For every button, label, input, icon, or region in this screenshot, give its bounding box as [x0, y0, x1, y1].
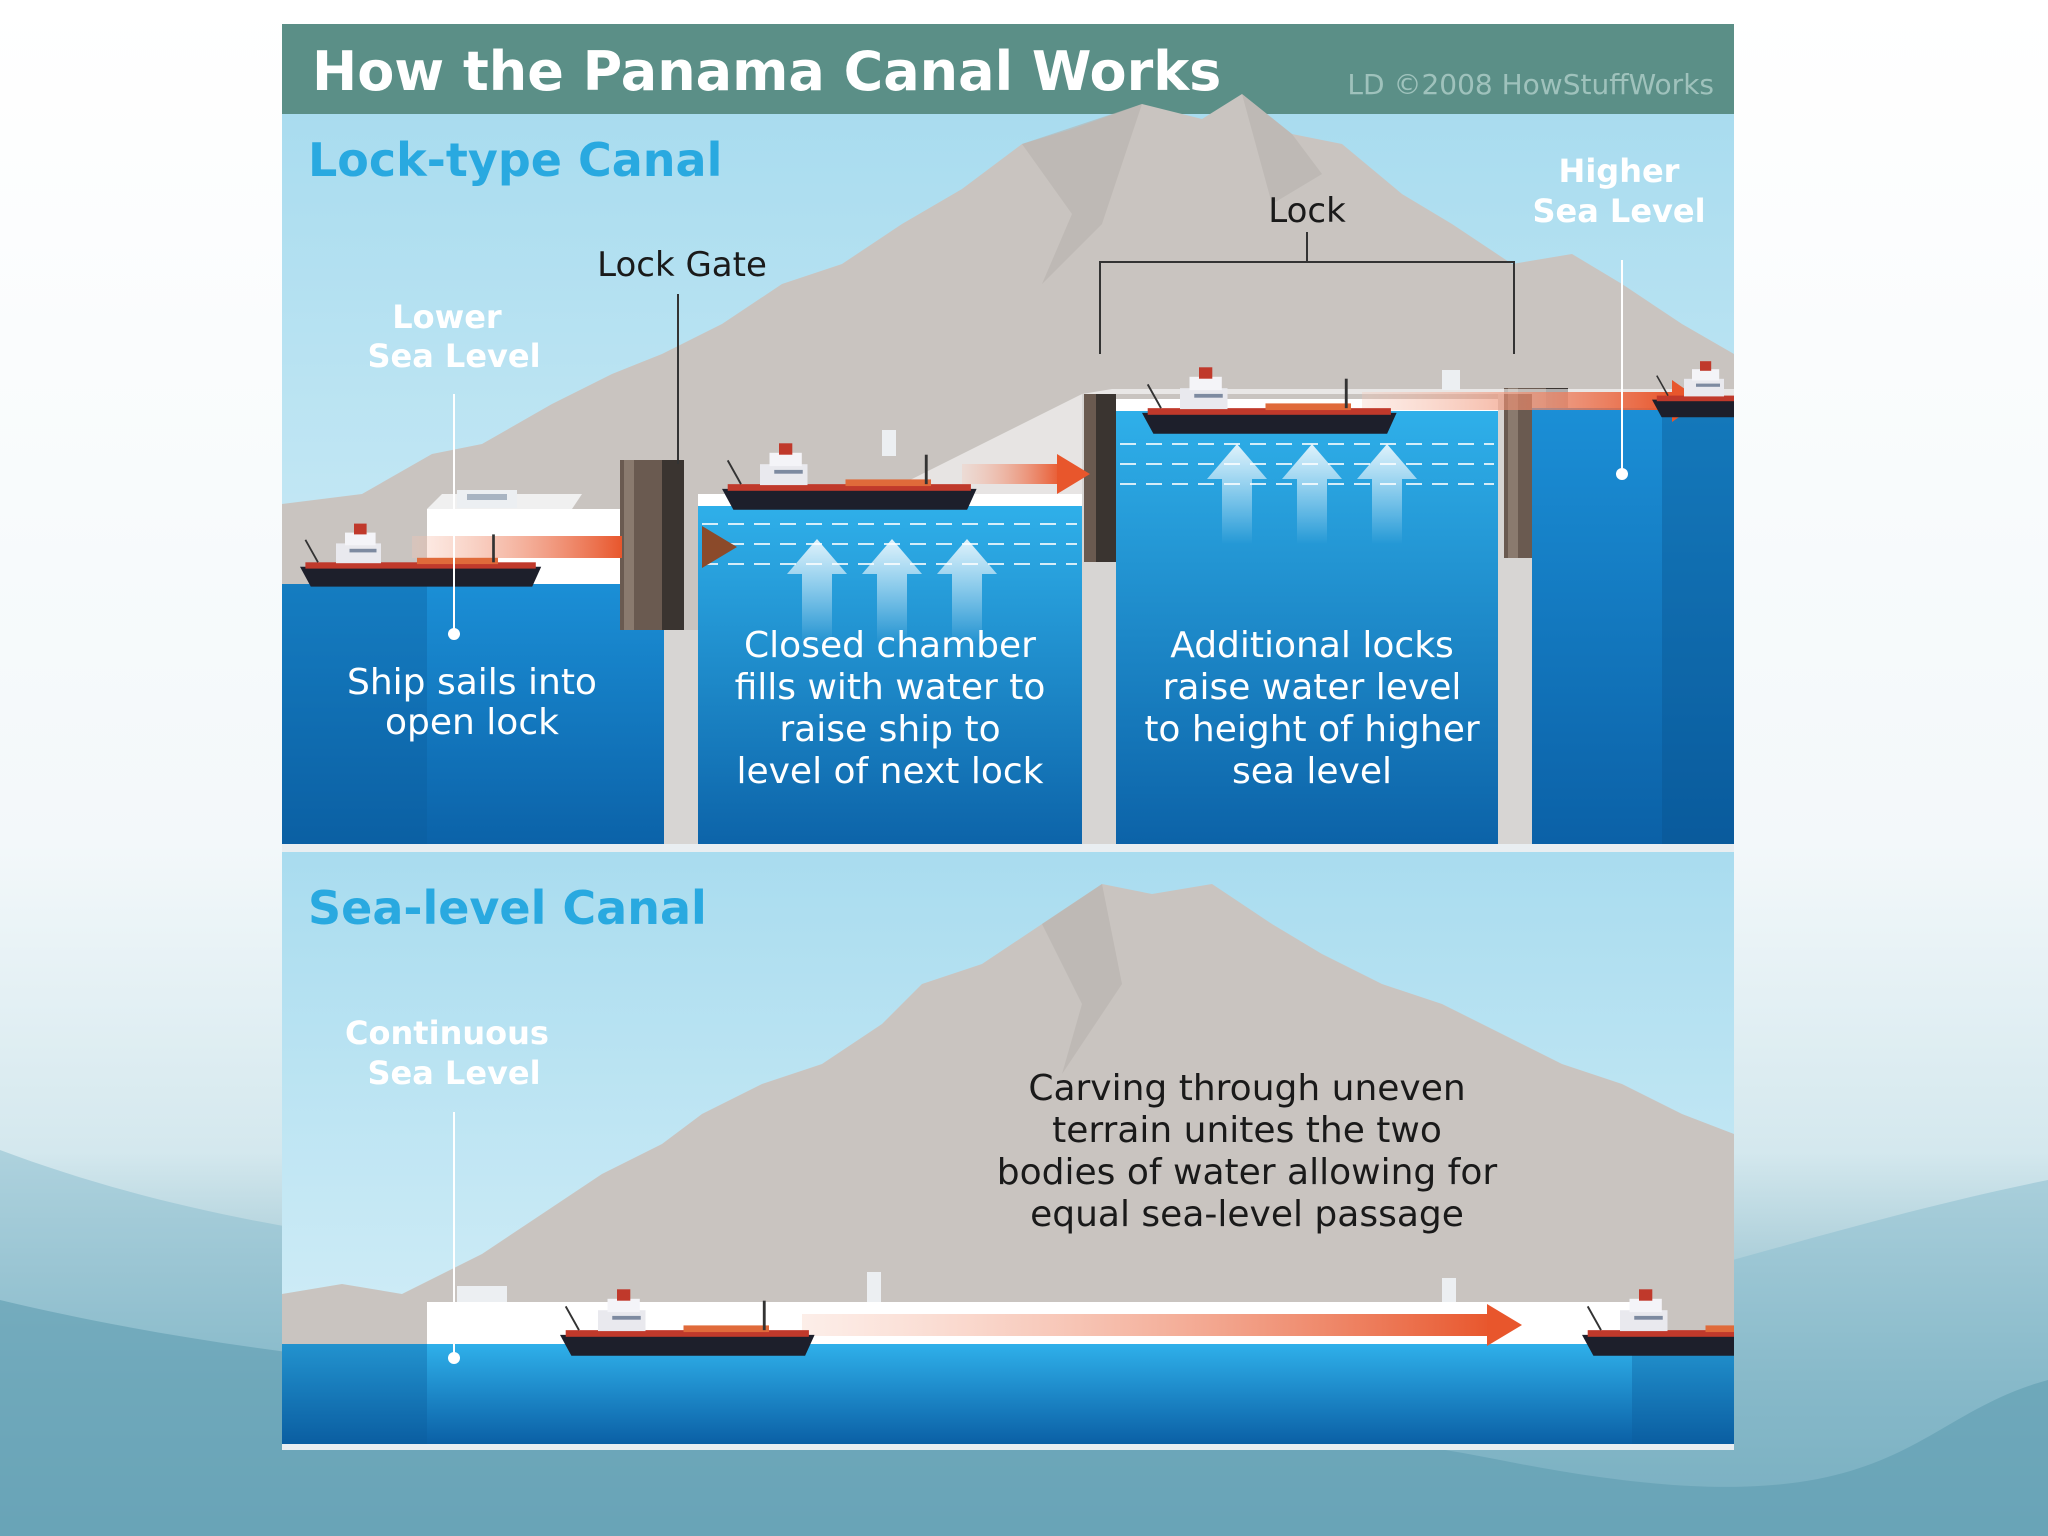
higher-sea-level-line-1: Higher [1559, 152, 1680, 190]
lock-label: Lock [1268, 191, 1346, 231]
continuous-sea-level-line-2: Sea Level [367, 1054, 540, 1092]
lock-canal-heading: Lock-type Canal [308, 133, 722, 187]
sea-mountain [282, 884, 1734, 1344]
credit-text: LD ©2008 HowStuffWorks [1347, 68, 1714, 101]
lock-gate-2 [1084, 394, 1116, 562]
continuous-sea-level-line-1: Continuous [345, 1014, 549, 1052]
lower-sea-level-line-1: Lower [392, 298, 502, 336]
header-bar [282, 24, 1734, 114]
sea-desc-line-4: equal sea-level passage [1030, 1194, 1464, 1235]
lower-sea-level-line-2: Sea Level [367, 337, 540, 375]
step3-line-2: raise water level [1163, 667, 1462, 708]
lock-gate-1 [620, 460, 684, 630]
infographic-title: How the Panama Canal Works [312, 40, 1221, 103]
sea-desc-line-1: Carving through uneven [1028, 1068, 1465, 1109]
direction-arrow-1 [702, 526, 737, 568]
step2-line-4: level of next lock [736, 751, 1043, 792]
step2-line-3: raise ship to [779, 709, 1000, 750]
sea-desc-line-2: terrain unites the two [1052, 1110, 1442, 1151]
step3-line-4: sea level [1232, 751, 1392, 792]
panama-canal-infographic: Lock-type Canal Lock Gate Lock Lower Sea… [282, 24, 1734, 1474]
direction-arrow-2 [1057, 454, 1090, 494]
higher-sea-level-line-2: Sea Level [1532, 192, 1705, 230]
sea-desc-line-3: bodies of water allowing for [997, 1152, 1498, 1193]
step3-line-3: to height of higher [1144, 709, 1480, 750]
step2-line-2: fills with water to [735, 667, 1046, 708]
step1-line-2: open lock [385, 702, 559, 743]
lock-gate-label: Lock Gate [597, 245, 767, 285]
step3-line-1: Additional locks [1170, 625, 1454, 666]
sea-canal-heading: Sea-level Canal [308, 881, 707, 935]
direction-arrow-sea [1487, 1304, 1522, 1346]
step2-line-1: Closed chamber [744, 625, 1036, 666]
step1-line-1: Ship sails into [347, 662, 597, 703]
